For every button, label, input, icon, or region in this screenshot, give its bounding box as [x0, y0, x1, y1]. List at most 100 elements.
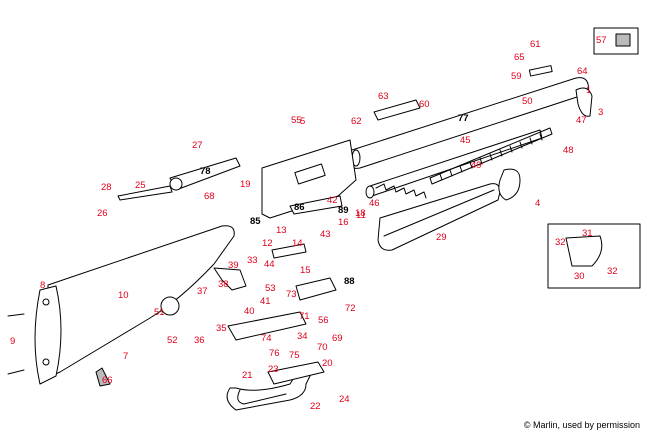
- buttplate-screw-hole: [42, 358, 50, 366]
- part-number-label: 36: [194, 335, 205, 346]
- part-number-label: 4: [535, 198, 540, 209]
- part-number-label: 65: [514, 52, 525, 63]
- buttplate-screw: [7, 313, 25, 375]
- part-number-label: 33: [247, 255, 258, 266]
- part-number-label: 35: [216, 323, 227, 334]
- parts-drawing: [7, 27, 641, 411]
- part-number-label: 39: [228, 260, 239, 271]
- part-number-label: 53: [265, 283, 276, 294]
- receiver-ejection-port: [294, 163, 326, 185]
- magazine-spring-part: [375, 127, 553, 199]
- part-number-label: 45: [460, 135, 471, 146]
- part-number-label: 70: [317, 342, 328, 353]
- magazine-tube-end: [365, 185, 375, 199]
- lever-part: [226, 367, 313, 411]
- part-number-label: 1: [586, 85, 591, 96]
- part-number-label: 10: [118, 290, 129, 301]
- part-number-label: 11: [356, 210, 366, 221]
- part-number-label: 5: [300, 116, 305, 127]
- part-number-label: 24: [339, 394, 350, 405]
- part-number-label: 31: [582, 228, 593, 239]
- part-callouts: 1345789101112131415161819202122232425262…: [10, 35, 618, 412]
- part-number-label: 89: [338, 205, 349, 216]
- part-number-label: 14: [292, 238, 303, 249]
- part-number-label: 7: [123, 351, 128, 362]
- hood-part: [615, 33, 631, 47]
- part-number-label: 61: [530, 39, 541, 50]
- part-number-label: 41: [260, 296, 271, 307]
- part-number-label: 38: [218, 279, 229, 290]
- part-number-label: 66: [102, 375, 113, 386]
- part-number-label: 13: [276, 225, 287, 236]
- part-number-label: 40: [244, 306, 255, 317]
- lever-loop: [237, 389, 287, 405]
- hammer-part: [213, 267, 247, 291]
- trigger-guard-plate: [267, 361, 325, 385]
- inset-frame-small: [593, 27, 639, 55]
- part-number-label: 60: [419, 99, 430, 110]
- part-number-label: 29: [436, 232, 447, 243]
- part-number-label: 18: [355, 208, 366, 219]
- part-number-label: 26: [97, 208, 108, 219]
- trigger-guard-screw: [160, 296, 180, 316]
- part-number-label: 37: [197, 286, 208, 297]
- front-band-part: [498, 168, 521, 201]
- trigger-plate-part: [295, 277, 337, 301]
- part-number-label: 57: [596, 35, 607, 46]
- part-number-label: 23: [268, 364, 279, 375]
- buttstock-part: [47, 225, 235, 376]
- part-number-label: 55: [291, 115, 302, 126]
- ejector-part: [271, 243, 307, 259]
- part-number-label: 28: [101, 182, 112, 193]
- part-number-label: 64: [577, 66, 588, 77]
- part-number-label: 43: [320, 229, 331, 240]
- pistol-grip-cap: [95, 367, 111, 387]
- part-number-label: 68: [204, 191, 215, 202]
- bolt-end: [169, 177, 183, 191]
- part-number-label: 20: [322, 358, 333, 369]
- part-number-label: 22: [310, 401, 321, 412]
- part-number-label: 62: [351, 116, 362, 127]
- part-number-label: 21: [242, 370, 253, 381]
- inset-frame: [547, 223, 641, 289]
- part-number-label: 51: [154, 307, 165, 318]
- tang-sight-part: [565, 235, 603, 267]
- rear-sight-elevator: [528, 65, 553, 77]
- part-number-label: 12: [262, 238, 273, 249]
- part-number-label: 9: [10, 336, 15, 347]
- part-number-label: 8: [40, 280, 45, 291]
- part-number-label: 75: [289, 350, 300, 361]
- part-number-label: 44: [264, 259, 275, 270]
- part-number-label: 46: [369, 198, 380, 209]
- part-number-label: 59: [511, 71, 522, 82]
- part-number-label: 86: [294, 202, 305, 213]
- part-number-label: 88: [344, 276, 355, 287]
- firing-pin-part: [117, 185, 173, 201]
- part-number-label: 85: [250, 216, 261, 227]
- part-number-label: 16: [338, 217, 349, 228]
- part-number-label: 76: [269, 348, 280, 359]
- front-sight-base: [575, 87, 593, 117]
- forend-inner-edge: [383, 189, 495, 237]
- part-number-label: 63: [378, 91, 389, 102]
- part-number-label: 71: [299, 311, 310, 322]
- part-number-label: 34: [297, 331, 308, 342]
- part-number-label: 32: [607, 266, 618, 277]
- part-number-label: 27: [192, 140, 203, 151]
- buttplate-part: [34, 285, 62, 385]
- buttplate-screw-hole: [42, 298, 50, 306]
- part-number-label: 48: [563, 145, 574, 156]
- part-number-label: 77: [458, 113, 469, 124]
- part-number-label: 52: [167, 335, 178, 346]
- part-number-label: 74: [261, 333, 272, 344]
- cartridge-guide-part: [289, 195, 343, 215]
- part-number-label: 72: [345, 303, 356, 314]
- rear-sight-part: [373, 99, 421, 121]
- part-number-label: 49: [471, 160, 482, 171]
- part-number-label: 50: [522, 96, 533, 107]
- credit-text: © Marlin, used by permission: [523, 420, 640, 430]
- part-number-label: 3: [598, 107, 603, 118]
- carrier-part: [227, 311, 307, 341]
- part-number-label: 19: [240, 179, 251, 190]
